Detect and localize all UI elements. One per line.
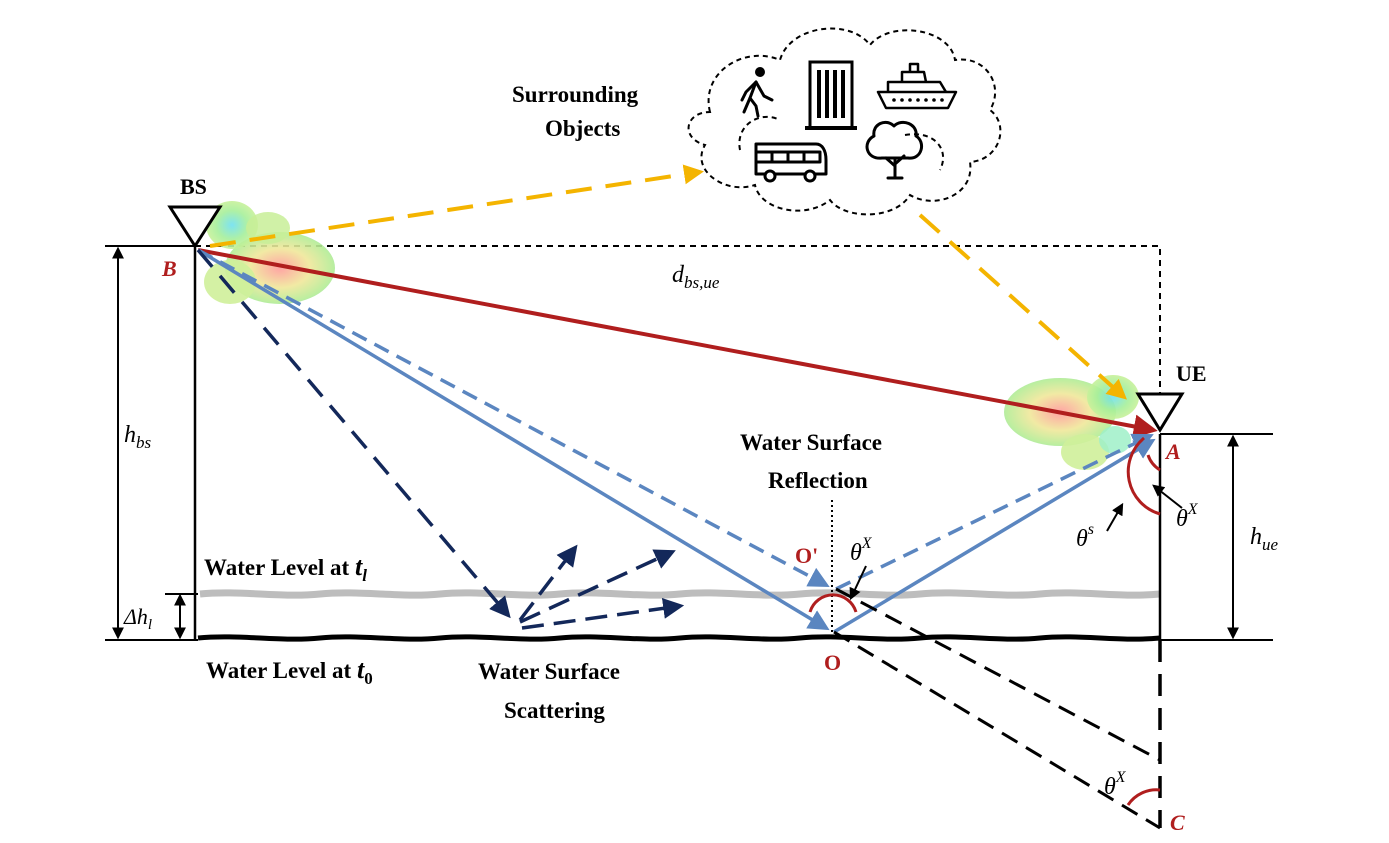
pedestrian-icon xyxy=(740,67,774,118)
reflection-ray-out-tl xyxy=(835,433,1154,591)
scatter-ray-3 xyxy=(521,597,685,630)
point-b-label: B xyxy=(161,256,177,281)
theta-s-pointer xyxy=(1106,502,1124,532)
theta-x-label-ue: θX xyxy=(1176,501,1199,532)
bs-beam-lobe xyxy=(204,201,335,304)
object-ray-from xyxy=(918,213,1127,400)
image-ray-o-prime xyxy=(835,587,1161,762)
point-o-prime-label: O' xyxy=(795,543,818,568)
h-ue-label: hue xyxy=(1250,524,1279,554)
scattering-label-line1: Water Surface xyxy=(478,659,620,684)
angle-arc-c xyxy=(1126,788,1161,806)
point-c-label: C xyxy=(1170,810,1185,835)
water-level-tl-label: Water Level at tl xyxy=(204,552,367,585)
bs-label: BS xyxy=(180,174,207,199)
reflection-label-line2: Reflection xyxy=(768,468,868,493)
theta-x-pointer-ue xyxy=(1152,484,1183,509)
surrounding-objects-label-line2: Objects xyxy=(545,116,620,141)
ship-icon xyxy=(876,62,958,110)
point-o-label: O xyxy=(824,650,841,675)
reflection-ray-out xyxy=(833,438,1156,634)
scattering-label-line2: Scattering xyxy=(504,698,605,723)
water-level-t0-label: Water Level at t0 xyxy=(206,655,373,688)
scatter-ray-in xyxy=(196,248,511,619)
bs-antenna-icon xyxy=(167,205,223,249)
angle-arc-ue-s xyxy=(1126,436,1161,516)
point-a-label: A xyxy=(1164,439,1181,464)
scatter-ray-1 xyxy=(518,544,578,622)
image-ray-o xyxy=(833,630,1161,830)
water-level-t0 xyxy=(197,634,1161,642)
theta-x-label-o: θX xyxy=(850,535,873,566)
ue-antenna-icon xyxy=(1135,392,1185,433)
delta-h-label: Δhl xyxy=(123,604,152,633)
reflection-ray-in xyxy=(197,248,830,631)
theta-x-pointer-o xyxy=(849,565,867,601)
bus-icon xyxy=(754,142,828,183)
h-bs-label: hbs xyxy=(124,422,152,452)
scatter-ray-2 xyxy=(519,549,676,624)
theta-x-label-c: θX xyxy=(1104,769,1127,800)
ue-label: UE xyxy=(1176,361,1207,386)
building-icon xyxy=(805,60,857,130)
reflection-ray-in-tl xyxy=(197,248,830,587)
surrounding-objects-cloud xyxy=(687,27,1002,216)
surrounding-objects-label-line1: Surrounding xyxy=(512,82,639,107)
water-level-tl xyxy=(199,589,1161,599)
angle-arc-o xyxy=(808,593,858,613)
object-ray-to xyxy=(209,164,704,248)
angle-arc-ue-x xyxy=(1146,454,1161,472)
distance-ref xyxy=(195,245,1161,434)
reflection-label-line1: Water Surface xyxy=(740,430,882,455)
distance-label: dbs,ue xyxy=(672,262,720,292)
tree-icon xyxy=(865,120,924,180)
los-ray xyxy=(197,248,1158,439)
theta-s-label: θs xyxy=(1076,521,1094,552)
